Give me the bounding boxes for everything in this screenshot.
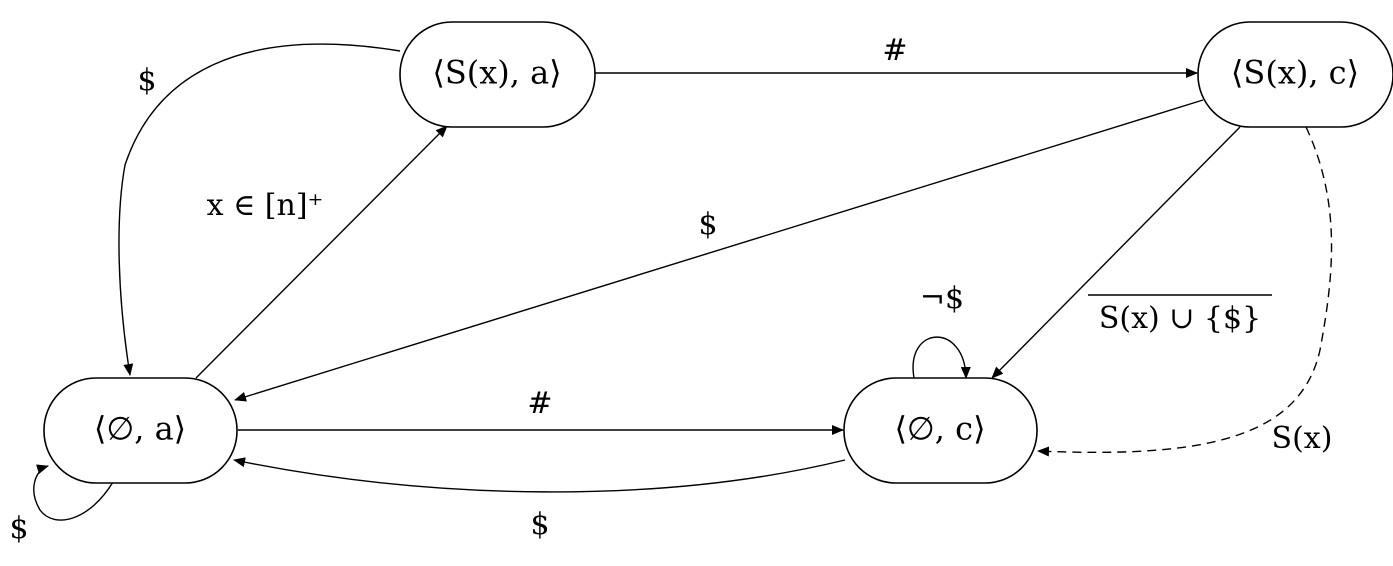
edge-empty-c-self-loop bbox=[912, 336, 971, 379]
label-empty-c-self-loop: ¬$ bbox=[920, 281, 964, 316]
state-sx-c: ⟨S(x), c⟩ bbox=[1197, 21, 1393, 128]
edge-empty-c-to-empty-a bbox=[233, 457, 846, 493]
state-empty-c-label: ⟨∅, c⟩ bbox=[894, 410, 985, 448]
edge-sx-c-to-empty-c bbox=[991, 126, 1241, 379]
label-sx-c-to-empty-a: $ bbox=[698, 207, 717, 242]
label-sx-a-to-empty-a: $ bbox=[137, 63, 156, 98]
edge-sx-c-to-empty-c-dashed bbox=[1037, 126, 1333, 457]
edge-empty-a-self-loop bbox=[33, 464, 114, 521]
edge-sx-c-to-empty-a bbox=[234, 99, 1204, 402]
state-sx-a: ⟨S(x), a⟩ bbox=[399, 21, 596, 128]
label-empty-a-to-sx-a: x ∈ [n]⁺ bbox=[207, 188, 324, 223]
state-empty-c: ⟨∅, c⟩ bbox=[843, 377, 1038, 484]
label-sx-a-to-sx-c: # bbox=[882, 33, 907, 68]
label-empty-c-to-empty-a: $ bbox=[530, 507, 549, 542]
state-sx-a-label: ⟨S(x), a⟩ bbox=[432, 54, 561, 92]
label-sx-c-to-empty-c-dashed: S(x) bbox=[1272, 421, 1333, 456]
label-empty-a-self-loop: $ bbox=[9, 511, 28, 546]
label-empty-a-to-empty-c: # bbox=[527, 386, 552, 421]
state-empty-a: ⟨∅, a⟩ bbox=[43, 377, 238, 484]
state-sx-c-label: ⟨S(x), c⟩ bbox=[1231, 54, 1359, 92]
state-empty-a-label: ⟨∅, a⟩ bbox=[94, 410, 186, 448]
label-sx-c-to-empty-c: S(x) ∪ {$} bbox=[1099, 301, 1261, 336]
edge-sx-a-to-empty-a bbox=[118, 43, 401, 376]
edge-empty-a-to-sx-a bbox=[195, 125, 448, 379]
